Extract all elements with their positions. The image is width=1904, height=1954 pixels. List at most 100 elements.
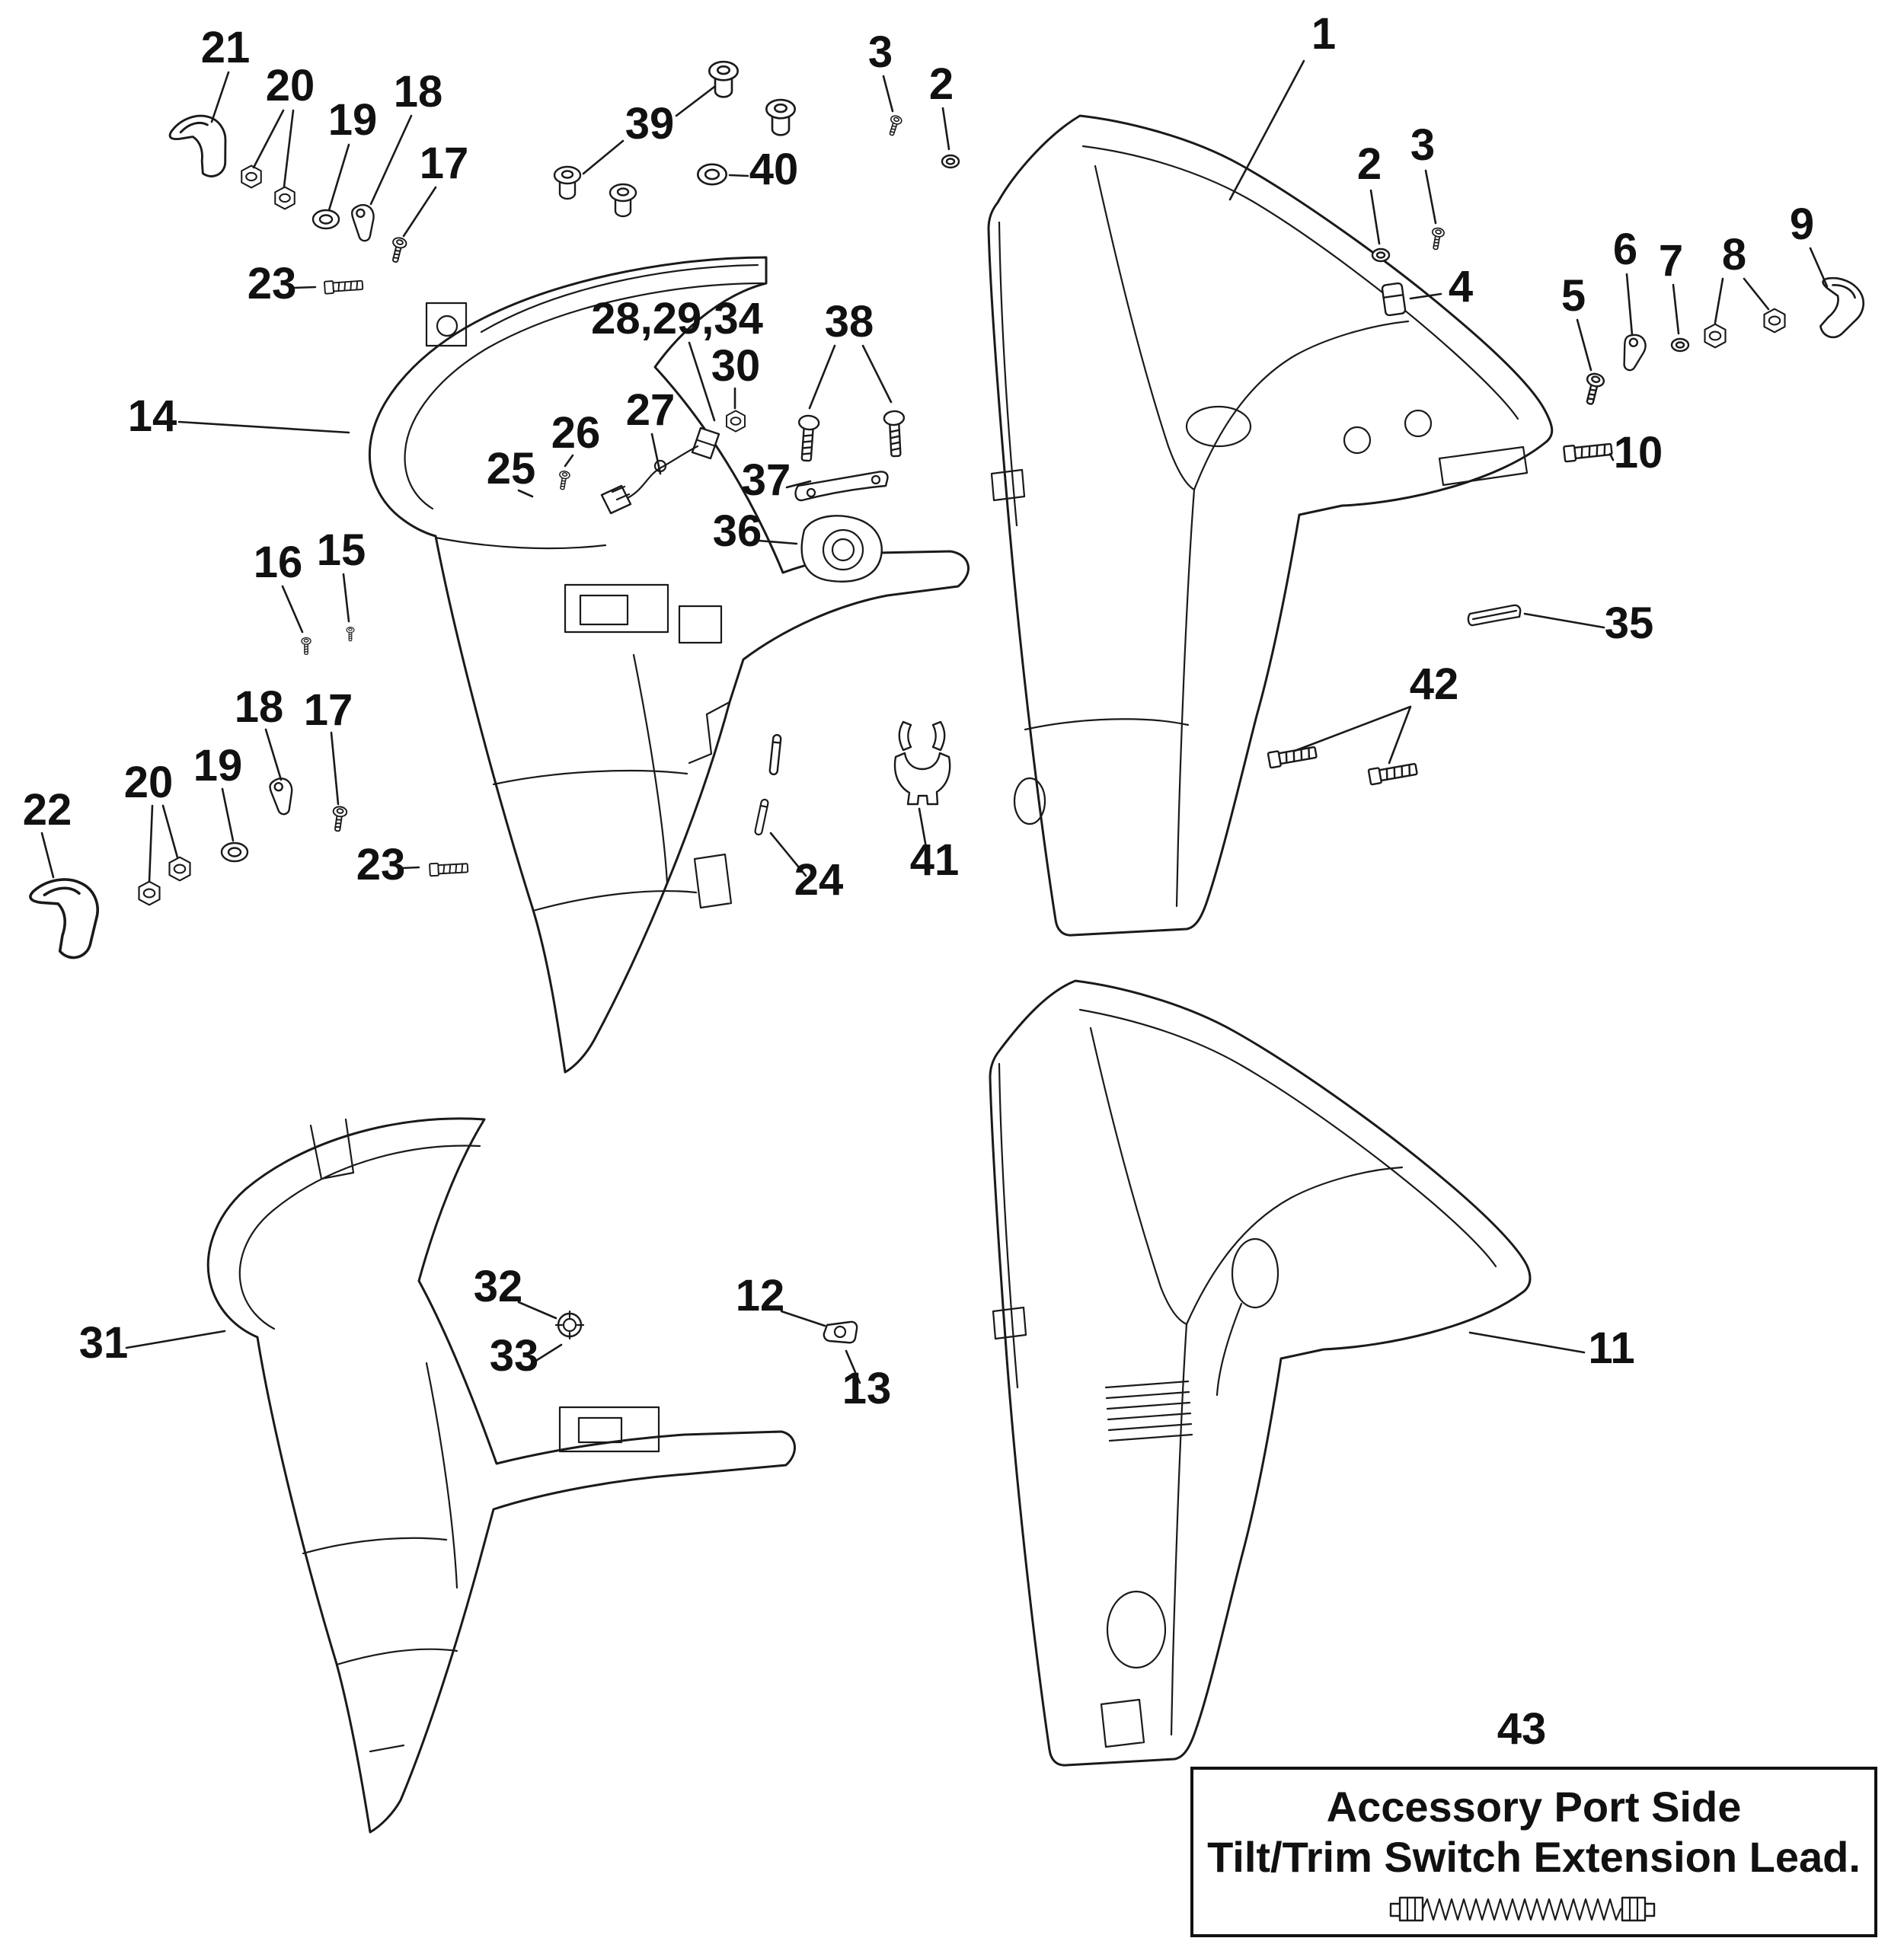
- strap-body: [794, 471, 889, 502]
- screw-part-3a: [885, 113, 903, 138]
- callout-4: 4: [1449, 262, 1473, 311]
- callout-labels: 21 20 19 18 17 23 14 39 40 3 2 1 2 3 4 5…: [23, 9, 1814, 1754]
- callout-27: 27: [626, 385, 676, 435]
- callout-5: 5: [1561, 271, 1586, 321]
- nut-part-20a: [241, 164, 262, 189]
- callout-10: 10: [1614, 428, 1663, 477]
- callout-3-right: 3: [1410, 120, 1435, 170]
- trim-switch-lead-parts-27-28-29-34: [600, 426, 720, 515]
- bolt-part-23b: [429, 860, 469, 877]
- note-line-1: Accessory Port Side: [1327, 1783, 1742, 1831]
- clip-part-4: [1381, 282, 1407, 317]
- grommet-part-32-33: [554, 1310, 585, 1340]
- callout-6: 6: [1613, 225, 1637, 274]
- bolt-part-38b: [883, 410, 907, 458]
- grommet-part-39a: [708, 60, 740, 98]
- nut-part-30: [726, 410, 746, 433]
- washer-part-19a: [311, 209, 340, 230]
- cowling-half-lower-left: [206, 1117, 796, 1834]
- leader-lines: [40, 59, 1829, 1384]
- hardware-parts: [27, 60, 1871, 1344]
- part-11-details: [992, 1008, 1497, 1748]
- callout-3-top: 3: [868, 27, 893, 77]
- callout-20-lower: 20: [124, 758, 174, 807]
- callout-30: 30: [711, 341, 761, 391]
- lead-coil: [1406, 1896, 1639, 1922]
- callout-33: 33: [490, 1331, 539, 1381]
- grommet-part-39d: [609, 183, 637, 218]
- callout-19-lower: 19: [193, 741, 243, 790]
- bolt-part-42b: [1367, 760, 1419, 786]
- callout-36: 36: [713, 506, 762, 556]
- part-1-details: [990, 145, 1529, 908]
- grommet-part-39c: [553, 165, 582, 200]
- callout-2-right: 2: [1357, 139, 1382, 189]
- screw-part-17a: [388, 235, 408, 264]
- lead-connectors: [1389, 1896, 1656, 1922]
- nut-part-20c: [138, 880, 161, 906]
- screw-part-5: [1580, 371, 1606, 407]
- hook-clip-part-6: [1620, 332, 1648, 373]
- hook-clip-part-18a: [350, 202, 380, 244]
- grommet-12-detail: [833, 1325, 847, 1339]
- cradle-bracket-part-41: [893, 720, 951, 806]
- screw-part-17b: [330, 805, 349, 833]
- callout-41: 41: [910, 835, 960, 885]
- callout-17-lower: 17: [304, 685, 353, 735]
- part-14-outline: [368, 256, 970, 1074]
- washer-part-2a: [941, 154, 960, 169]
- callout-40: 40: [749, 145, 799, 194]
- part-14-details: [404, 263, 765, 912]
- callout-32: 32: [474, 1262, 523, 1311]
- callout-20-upper: 20: [266, 61, 315, 110]
- callout-38: 38: [825, 297, 874, 346]
- nut-part-20d: [168, 856, 191, 882]
- switch-plug-body: [600, 426, 720, 515]
- part-31-outline: [206, 1117, 796, 1834]
- callout-37: 37: [742, 455, 791, 505]
- callout-35: 35: [1605, 599, 1654, 648]
- nut-part-8a: [1704, 323, 1727, 349]
- bracket-part-9: [1805, 272, 1871, 346]
- clip-35-seam: [1471, 609, 1518, 621]
- bolt-part-23a: [323, 278, 364, 295]
- part-11-outline: [989, 979, 1532, 1767]
- washer-part-40: [696, 163, 728, 186]
- grommet-part-12-13: [823, 1320, 858, 1344]
- callout-12: 12: [736, 1271, 785, 1320]
- nut-part-8b: [1763, 308, 1786, 334]
- callout-9: 9: [1790, 200, 1814, 249]
- cowling-half-upper-right: [987, 114, 1554, 937]
- callout-17-upper: 17: [420, 139, 469, 188]
- callout-43: 43: [1497, 1704, 1547, 1754]
- callout-18-lower: 18: [235, 682, 284, 732]
- part-1-outline: [987, 114, 1554, 937]
- callout-39: 39: [625, 99, 675, 148]
- bolt-part-38a: [795, 413, 820, 462]
- callout-22: 22: [23, 785, 72, 835]
- washer-part-19b: [220, 841, 249, 863]
- screw-part-15: [346, 627, 355, 642]
- switch-lead-cable: [611, 439, 717, 501]
- callout-23-lower: 23: [356, 840, 406, 889]
- nut-part-20b: [274, 186, 296, 210]
- callout-18-upper: 18: [394, 67, 443, 117]
- washer-part-2b: [1371, 247, 1391, 263]
- bolt-part-42a: [1267, 743, 1318, 769]
- callout-28-29-34: 28,29,34: [591, 294, 763, 343]
- note-line-2: Tilt/Trim Switch Extension Lead.: [1207, 1833, 1861, 1881]
- callout-23-upper: 23: [248, 259, 297, 308]
- part-31-details: [238, 1118, 685, 1753]
- callout-21: 21: [201, 23, 251, 72]
- bracket-part-22: [27, 871, 109, 966]
- cowling-half-lower-right: [989, 979, 1532, 1767]
- strap-bracket-part-37: [794, 471, 889, 502]
- callout-19-upper: 19: [328, 95, 378, 145]
- callout-24: 24: [794, 855, 844, 905]
- switch-button: [822, 528, 864, 571]
- callout-13: 13: [842, 1364, 892, 1413]
- callout-16: 16: [254, 538, 303, 587]
- pin-part-24a: [768, 733, 782, 776]
- callout-1: 1: [1311, 9, 1336, 59]
- washer-part-7: [1670, 337, 1690, 353]
